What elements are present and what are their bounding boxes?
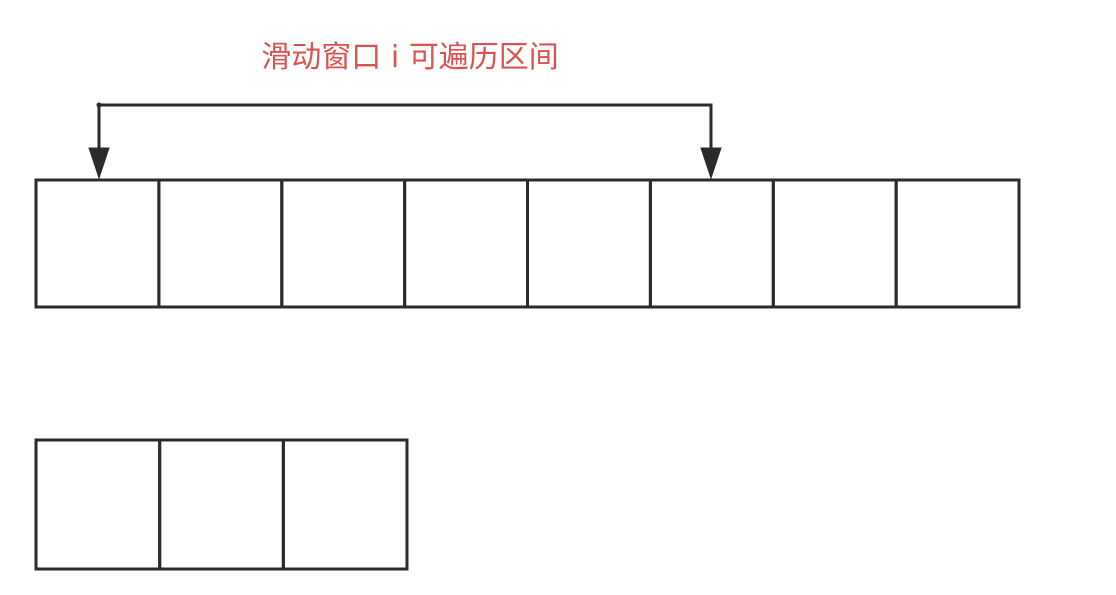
main-array-cell [771, 178, 898, 309]
main-array-cell [894, 178, 1021, 309]
window-array [34, 438, 409, 571]
bracket-start-dot [96, 102, 102, 108]
range-caption: 滑动窗口 i 可遍历区间 [261, 40, 559, 75]
main-array-cell [648, 178, 775, 309]
main-array [34, 178, 1021, 309]
window-array-cell [158, 438, 285, 571]
main-array-cell [403, 178, 530, 309]
bracket-line [97, 103, 713, 152]
window-array-cell [34, 438, 162, 571]
window-array-cell [281, 438, 409, 571]
right-arrow-head [700, 147, 722, 180]
left-arrow-head [88, 147, 110, 180]
main-array-cell [280, 178, 407, 309]
main-array-cell [526, 178, 652, 309]
main-array-cell [34, 178, 161, 309]
range-bracket [88, 102, 722, 180]
main-array-cell [157, 178, 284, 309]
